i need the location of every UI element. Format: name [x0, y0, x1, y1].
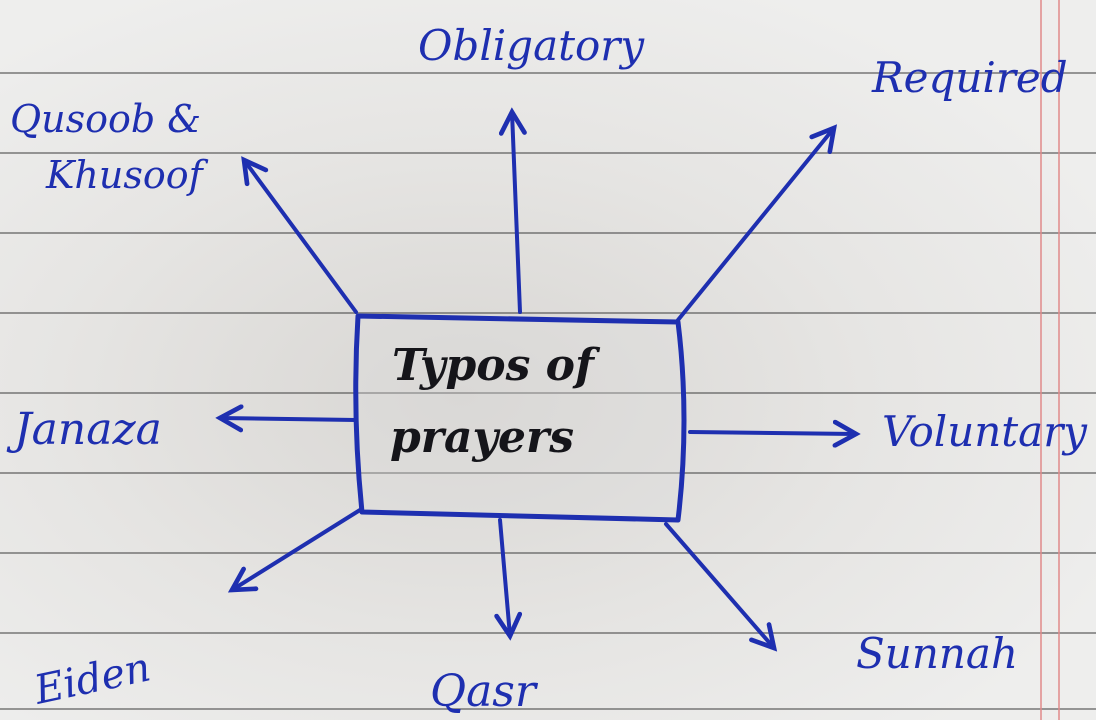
- node-eiden: Eiden: [30, 644, 155, 714]
- margin-line: [1040, 0, 1042, 720]
- margin-line: [1058, 0, 1060, 720]
- arrow-to-qasr: [500, 518, 510, 636]
- ruled-line: [0, 312, 1096, 314]
- node-sunnah: Sunnah: [856, 629, 1018, 678]
- ruled-line: [0, 708, 1096, 710]
- center-box: [353, 313, 687, 523]
- center-label-line2: prayers: [390, 412, 574, 463]
- center-label: Typos of prayers: [390, 340, 609, 463]
- ruled-line: [0, 472, 1096, 474]
- node-qasr: Qasr: [430, 666, 539, 717]
- arrow-to-required: [676, 128, 834, 322]
- ruled-line: [0, 392, 1096, 394]
- ruled-line: [0, 152, 1096, 154]
- arrow-to-qusoob: [244, 160, 358, 314]
- node-qusoob-line1: Qusoob &: [10, 97, 201, 141]
- arrow-to-obligatory: [512, 112, 520, 314]
- arrow-to-eiden: [232, 508, 362, 590]
- arrow-to-sunnah: [664, 522, 774, 648]
- arrow-to-voluntary: [688, 432, 856, 434]
- ruled-line: [0, 552, 1096, 554]
- arrow-to-janaza: [220, 418, 358, 420]
- ruled-line: [0, 232, 1096, 234]
- node-voluntary: Voluntary: [882, 407, 1088, 456]
- node-obligatory: Obligatory: [418, 21, 645, 70]
- node-required: Required: [871, 53, 1068, 102]
- ruled-line: [0, 632, 1096, 634]
- node-qusoob: Qusoob & Khusoof: [10, 97, 213, 197]
- node-janaza: Janaza: [6, 404, 162, 455]
- center-label-line1: Typos of: [392, 340, 601, 391]
- node-qusoob-line2: Khusoof: [45, 153, 209, 197]
- ruled-line: [0, 72, 1096, 74]
